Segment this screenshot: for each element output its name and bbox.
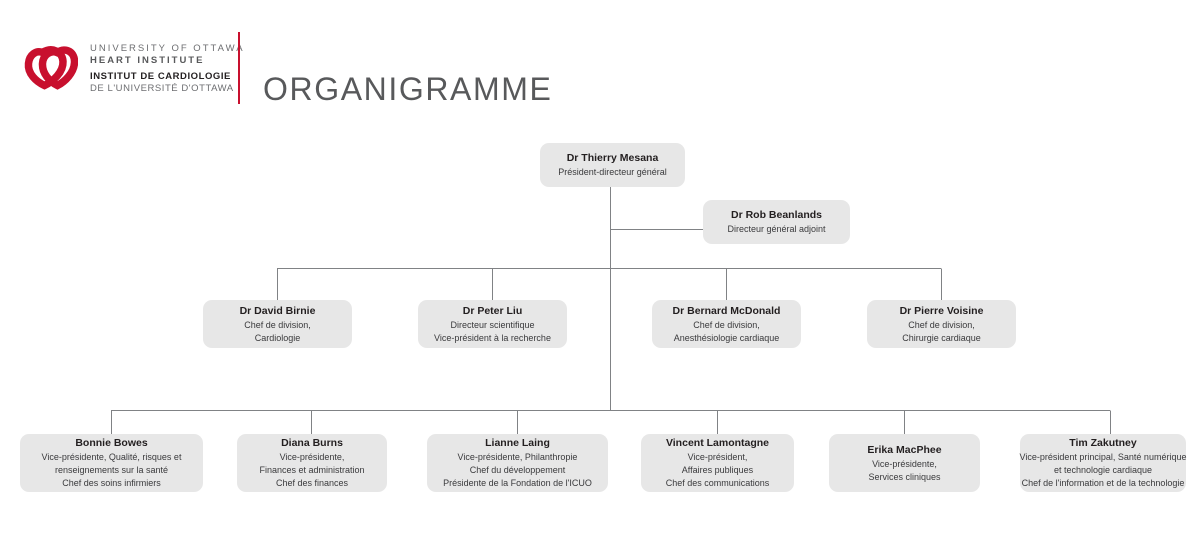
org-node-role: Services cliniques [868,471,941,482]
page-header: UNIVERSITY OF OTTAWA HEART INSTITUTE INS… [0,0,1200,130]
org-node-role: Finances et administration [259,465,365,475]
org-node-name: Vincent Lamontagne [665,437,770,449]
institute-logo: UNIVERSITY OF OTTAWA HEART INSTITUTE INS… [22,42,245,94]
org-node-roles: Vice-présidente, Philanthropie Chef du d… [443,451,592,490]
org-node-roles: Vice-président, Affaires publiques Chef … [666,451,770,490]
wordmark-line-2: HEART INSTITUTE [90,55,205,67]
wordmark-line-1: UNIVERSITY OF OTTAWA [90,43,245,55]
org-node-role: Vice-président principal, Santé numériqu… [1019,452,1187,462]
org-node-role: et technologie cardiaque [1053,465,1153,475]
institute-wordmark: UNIVERSITY OF OTTAWA HEART INSTITUTE INS… [90,42,245,94]
org-node-role: Anesthésiologie cardiaque [673,332,780,343]
org-node-burns[interactable]: Diana Burns Vice-présidente, Finances et… [237,434,387,492]
org-node-name: Dr Peter Liu [462,304,523,317]
org-node-lamontagne[interactable]: Vincent Lamontagne Vice-président, Affai… [641,434,794,492]
page-title: ORGANIGRAMME [263,71,553,108]
org-node-name: Dr David Birnie [239,304,316,317]
org-node-role: Directeur scientifique [450,319,535,330]
org-node-role: Vice-présidente, [279,452,345,462]
wordmark-line-4: DE L'UNIVERSITÉ D'OTTAWA [90,82,234,94]
org-node-roles: Directeur scientifique Vice-président à … [434,319,551,345]
org-node-role: Chef des soins infirmiers [62,478,161,488]
org-node-role: Président-directeur général [558,167,667,177]
org-node-liu[interactable]: Dr Peter Liu Directeur scientifique Vice… [418,300,567,348]
org-node-roles: Chef de division, Anesthésiologie cardia… [674,319,780,345]
org-node-roles: Directeur général adjoint [727,223,825,236]
org-node-name: Bonnie Bowes [75,437,148,449]
org-node-role: Chirurgie cardiaque [902,332,981,343]
org-node-name: Dr Pierre Voisine [899,304,984,317]
org-node-laing[interactable]: Lianne Laing Vice-présidente, Philanthro… [427,434,608,492]
org-node-role: Vice-présidente, Philanthropie [457,452,578,462]
org-node-name: Tim Zakutney [1069,437,1137,449]
org-node-macphee[interactable]: Erika MacPhee Vice-présidente, Services … [829,434,980,492]
org-node-role: Chef de l'information et de la technolog… [1021,478,1185,488]
uohi-heart-logo-icon [22,42,79,94]
org-node-name: Lianne Laing [485,437,550,449]
org-node-role: Vice-président, [687,452,748,462]
org-node-role: Vice-présidente, [872,458,937,469]
org-node-role: Chef des communications [665,478,770,488]
org-node-bowes[interactable]: Bonnie Bowes Vice-présidente, Qualité, r… [20,434,203,492]
wordmark-line-3: INSTITUT DE CARDIOLOGIE [90,70,231,82]
org-node-birnie[interactable]: Dr David Birnie Chef de division, Cardio… [203,300,352,348]
org-node-role: Vice-président à la recherche [434,332,551,343]
org-node-beanlands[interactable]: Dr Rob Beanlands Directeur général adjoi… [703,200,850,244]
org-node-role: Chef de division, [693,319,760,330]
org-node-voisine[interactable]: Dr Pierre Voisine Chef de division, Chir… [867,300,1016,348]
org-node-mesana[interactable]: Dr Thierry Mesana Président-directeur gé… [540,143,685,187]
org-node-mcdonald[interactable]: Dr Bernard McDonald Chef de division, An… [652,300,801,348]
org-node-name: Erika MacPhee [867,443,942,456]
org-node-role: Cardiologie [254,332,301,343]
org-node-roles: Chef de division, Chirurgie cardiaque [902,319,981,345]
org-node-role: Présidente de la Fondation de l'ICUO [443,478,592,488]
org-node-roles: Vice-présidente, Services cliniques [868,458,940,484]
org-node-name: Diana Burns [281,437,343,449]
org-node-name: Dr Bernard McDonald [672,304,781,317]
org-node-zakutney[interactable]: Tim Zakutney Vice-président principal, S… [1020,434,1186,492]
org-node-role: Chef de division, [244,319,311,330]
org-node-role: Chef du développement [469,465,566,475]
org-node-name: Dr Thierry Mesana [566,152,659,164]
header-divider [238,32,240,104]
org-node-role: Directeur général adjoint [727,224,826,234]
org-node-role: Affaires publiques [681,465,754,475]
org-node-role: Chef des finances [275,478,349,488]
org-node-roles: Président-directeur général [558,166,667,179]
org-node-roles: Vice-président principal, Santé numériqu… [1020,451,1187,490]
org-node-roles: Chef de division, Cardiologie [244,319,311,345]
org-node-role: Vice-présidente, Qualité, risques et [41,452,182,462]
org-node-role: Chef de division, [908,319,975,330]
org-node-roles: Vice-présidente, Qualité, risques et ren… [42,451,182,490]
org-node-role: renseignements sur la santé [54,465,169,475]
org-node-name: Dr Rob Beanlands [730,209,822,221]
org-node-roles: Vice-présidente, Finances et administrat… [259,451,364,490]
